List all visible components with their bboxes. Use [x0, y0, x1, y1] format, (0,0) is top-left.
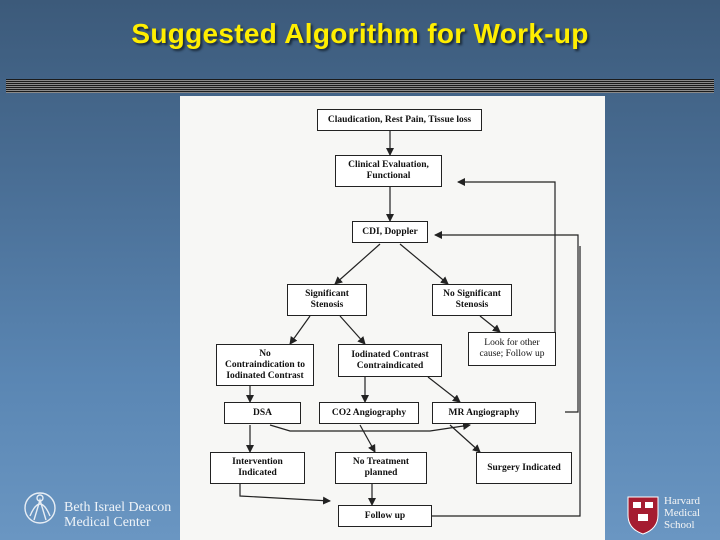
- node-clinical-evaluation: Clinical Evaluation, Functional: [335, 155, 442, 187]
- flowchart-panel: Claudication, Rest Pain, Tissue loss Cli…: [180, 96, 605, 540]
- node-cdi-doppler: CDI, Doppler: [352, 221, 428, 243]
- title-divider: [6, 79, 714, 93]
- edge-cdi-to-nonsignificant: [399, 243, 449, 285]
- edge-intervention-to-followup: [239, 484, 331, 505]
- node-dsa: DSA: [224, 402, 301, 424]
- edge-significant-to-nocontra: [289, 315, 311, 345]
- edge-contra-to-mr: [427, 376, 461, 403]
- harvard-shield-icon: [627, 496, 659, 535]
- node-no-treatment-planned: No Treatment planned: [335, 452, 427, 484]
- bidmc-name-line1: Beth Israel Deacon: [64, 500, 172, 515]
- edge-nonsig-to-lookother: [479, 315, 501, 333]
- bidmc-emblem-icon: [24, 492, 56, 524]
- node-iodinated-contraindicated: Iodinated Contrast Contraindicated: [338, 344, 442, 377]
- node-intervention-indicated: Intervention Indicated: [210, 452, 305, 484]
- node-no-significant-stenosis: No Significant Stenosis: [432, 284, 512, 316]
- node-co2-angiography: CO2 Angiography: [319, 402, 419, 424]
- node-presentation: Claudication, Rest Pain, Tissue loss: [317, 109, 482, 131]
- bidmc-name-line2: Medical Center: [64, 515, 151, 530]
- edge-lookother-loop: [457, 178, 556, 346]
- node-look-other-cause: Look for other cause; Follow up: [468, 332, 556, 366]
- edge-cdi-to-significant: [334, 243, 381, 285]
- node-follow-up: Follow up: [338, 505, 432, 527]
- slide-title: Suggested Algorithm for Work-up: [131, 18, 589, 49]
- flowchart-edges: [239, 131, 581, 517]
- edge-followup-loop: [432, 246, 581, 517]
- hms-name-line2: Medical: [664, 507, 701, 519]
- edge-co2-to-notreatment: [359, 424, 376, 453]
- hms-logo: Harvard Medical School: [626, 494, 720, 538]
- node-significant-stenosis: Significant Stenosis: [287, 284, 367, 316]
- bidmc-logo: Beth Israel Deacon Medical Center: [20, 486, 185, 536]
- node-surgery-indicated: Surgery Indicated: [476, 452, 572, 484]
- node-no-contraindication: No Contraindication to Iodinated Contras…: [216, 344, 314, 386]
- edge-mr-to-surgery: [449, 424, 481, 453]
- hms-name-line1: Harvard: [664, 495, 701, 507]
- hms-name-line3: School: [664, 519, 695, 531]
- node-mr-angiography: MR Angiography: [432, 402, 536, 424]
- edge-mr-loop: [434, 231, 579, 413]
- edge-significant-to-contra: [339, 315, 366, 345]
- edge-dsa-merge: [269, 422, 471, 432]
